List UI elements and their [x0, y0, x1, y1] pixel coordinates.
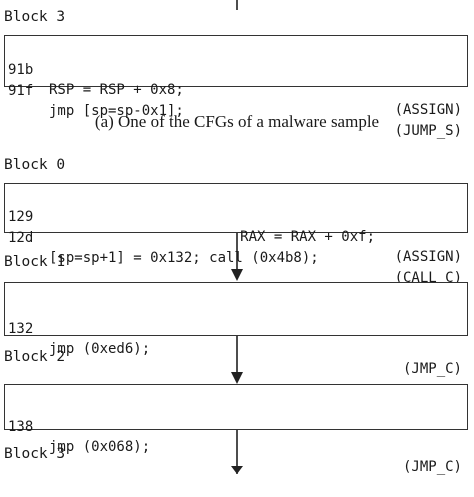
instruction-row: 12d [sp=sp+1] = 0x132; call (0x4b8); (CA… [5, 208, 467, 286]
instruction-address: 132 [8, 321, 34, 337]
instruction-tag: (JUMP_S) [394, 123, 462, 139]
edge-arrow-block-0-to-1 [231, 233, 243, 281]
instruction-row: 138 jmp (0x068); (JMP_C) [5, 397, 467, 475]
instruction-code: jmp (0x068); [49, 439, 151, 455]
instruction-code: jmp [sp=sp-0x1]; [49, 103, 184, 119]
block-0-label: Block 0 [4, 157, 66, 173]
instruction-address: 129 [8, 209, 34, 225]
edge-arrow-block-1-to-2 [231, 336, 243, 384]
instruction-tag: (ASSIGN) [394, 102, 462, 118]
block-2-box: 138 jmp (0x068); (JMP_C) [4, 384, 468, 475]
instruction-code: [sp=sp+1] = 0x132; call (0x4b8); [49, 250, 319, 266]
instruction-tag: (ASSIGN) [394, 249, 462, 265]
cfg-figure: Block 3 91b RSP = RSP + 0x8; (ASSIGN) 91… [4, 0, 468, 475]
instruction-address: 12d [8, 230, 34, 246]
instruction-tag: (JMP_C) [402, 361, 462, 377]
block-3-box-a: 91b RSP = RSP + 0x8; (ASSIGN) 91f jmp [s… [4, 35, 468, 139]
instruction-row: 91f jmp [sp=sp-0x1]; (JUMP_S) [5, 61, 467, 139]
arrowhead-into-block-3-bottom [231, 466, 243, 474]
block-3-label-b: Block 3 [4, 446, 66, 462]
instruction-code: jmp (0xed6); [49, 341, 151, 357]
block-3-label-a: Block 3 [4, 9, 66, 25]
instruction-code: RAX = RAX + 0xf; [240, 229, 375, 245]
block-0-box: 129 RAX = RAX + 0xf; (ASSIGN) 12d [sp=sp… [4, 183, 468, 286]
instruction-address: 91f [8, 83, 34, 99]
instruction-address: 138 [8, 419, 34, 435]
block-1-box: 132 jmp (0xed6); (JMP_C) [4, 282, 468, 377]
figure-caption-a: (a) One of the CFGs of a malware sample [94, 112, 380, 131]
edge-arrow-into-block-3-top [236, 0, 238, 10]
block-2-label: Block 2 [4, 349, 66, 365]
instruction-tag: (JMP_C) [402, 459, 462, 475]
instruction-row: 91b RSP = RSP + 0x8; (ASSIGN) [5, 40, 467, 118]
instruction-row: 129 RAX = RAX + 0xf; (ASSIGN) [5, 187, 467, 265]
instruction-code: RSP = RSP + 0x8; [49, 82, 184, 98]
instruction-row: 132 jmp (0xed6); (JMP_C) [5, 299, 467, 377]
block-1-label: Block 1 [4, 254, 66, 270]
instruction-address: 91b [8, 62, 34, 78]
